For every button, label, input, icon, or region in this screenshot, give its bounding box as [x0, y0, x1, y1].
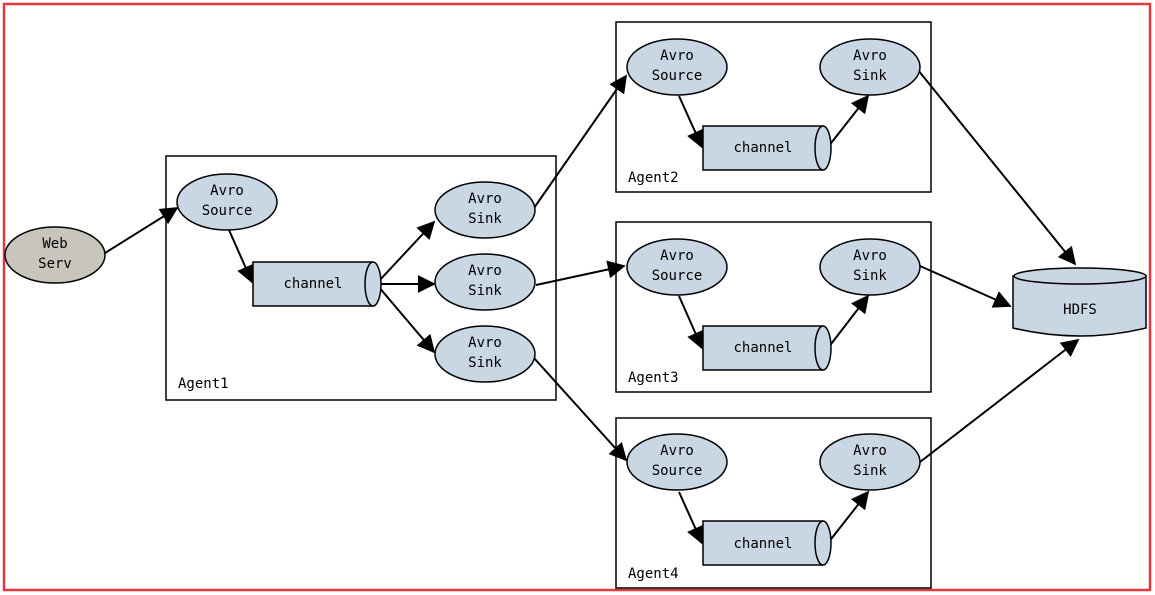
- source-label-2: Source: [652, 68, 703, 84]
- source-label-1: Avro: [210, 183, 244, 199]
- source-label-2: Source: [652, 268, 703, 284]
- agent2-box: Agent2: [615, 21, 932, 193]
- agent3-label: Agent3: [628, 370, 679, 386]
- agent4-channel-node: channel: [702, 520, 832, 566]
- agent1-source-node: Avro Source: [176, 173, 278, 231]
- sink-label-2: Sink: [853, 463, 887, 479]
- edge-sink1b-to-source3: [535, 260, 626, 286]
- channel-label: channel: [733, 140, 792, 156]
- sink-label-2: Sink: [468, 355, 502, 371]
- sink-label-1: Avro: [853, 48, 887, 64]
- agent3-source-node: Avro Source: [626, 238, 728, 296]
- sink-label-2: Sink: [468, 211, 502, 227]
- agent1-sink-c-node: Avro Sink: [434, 325, 536, 383]
- agent4-box: Agent4: [615, 417, 932, 589]
- agent4-label: Agent4: [628, 566, 679, 582]
- sink-label-1: Avro: [468, 191, 502, 207]
- source-label-1: Avro: [660, 248, 694, 264]
- sink-label-2: Sink: [853, 68, 887, 84]
- agent2-channel-node: channel: [702, 125, 832, 171]
- hdfs-node: HDFS: [1012, 267, 1147, 337]
- channel-label: channel: [733, 340, 792, 356]
- sink-label-2: Sink: [853, 268, 887, 284]
- source-label-1: Avro: [660, 443, 694, 459]
- edge-channel3-to-sink3: [827, 294, 870, 349]
- agent4-sink-node: Avro Sink: [819, 433, 921, 491]
- channel-label: channel: [733, 536, 792, 552]
- edge-web-to-source1: [104, 207, 179, 254]
- edge-sink1c-to-source4: [533, 357, 628, 462]
- sink-label-1: Avro: [468, 335, 502, 351]
- edge-channel1-to-sink1a: [377, 220, 436, 283]
- web-server-label-1: Web: [42, 236, 67, 252]
- edges: [104, 69, 1080, 545]
- sink-label-2: Sink: [468, 283, 502, 299]
- agent2-sink-node: Avro Sink: [819, 38, 921, 96]
- web-server-node: Web Serv: [4, 226, 106, 284]
- edge-source2-to-channel2: [678, 95, 704, 149]
- edge-channel1-to-sink1c: [377, 285, 436, 354]
- agent1-label: Agent1: [178, 376, 229, 392]
- agent4-source-node: Avro Source: [626, 433, 728, 491]
- edge-sink1a-to-source2: [533, 74, 628, 209]
- edge-sink2-to-hdfs: [917, 69, 1077, 266]
- source-label-1: Avro: [660, 48, 694, 64]
- edge-sink3-to-hdfs: [919, 265, 1012, 308]
- agent1-sink-b-node: Avro Sink: [434, 253, 536, 311]
- sink-label-1: Avro: [853, 248, 887, 264]
- edge-source1-to-channel1: [228, 229, 254, 284]
- agent3-box: Agent3: [615, 221, 932, 393]
- agent1-channel-node: channel: [252, 261, 382, 307]
- agent3-sink-node: Avro Sink: [819, 238, 921, 296]
- edge-channel4-to-sink4: [827, 490, 870, 544]
- edge-source3-to-channel3: [678, 295, 704, 350]
- source-label-2: Source: [202, 203, 253, 219]
- edge-sink4-to-hdfs: [919, 338, 1080, 463]
- agent3-channel-node: channel: [702, 325, 832, 371]
- edge-source4-to-channel4: [678, 491, 704, 545]
- agent2-source-node: Avro Source: [626, 38, 728, 96]
- agent1-sink-a-node: Avro Sink: [434, 181, 536, 239]
- sink-label-1: Avro: [853, 443, 887, 459]
- agent2-label: Agent2: [628, 170, 679, 186]
- web-server-label-2: Serv: [38, 256, 72, 272]
- sink-label-1: Avro: [468, 263, 502, 279]
- channel-label: channel: [283, 276, 342, 292]
- edge-channel2-to-sink2: [827, 94, 870, 148]
- source-label-2: Source: [652, 463, 703, 479]
- hdfs-label: HDFS: [1063, 302, 1097, 318]
- agent1-box: Agent1: [165, 155, 557, 401]
